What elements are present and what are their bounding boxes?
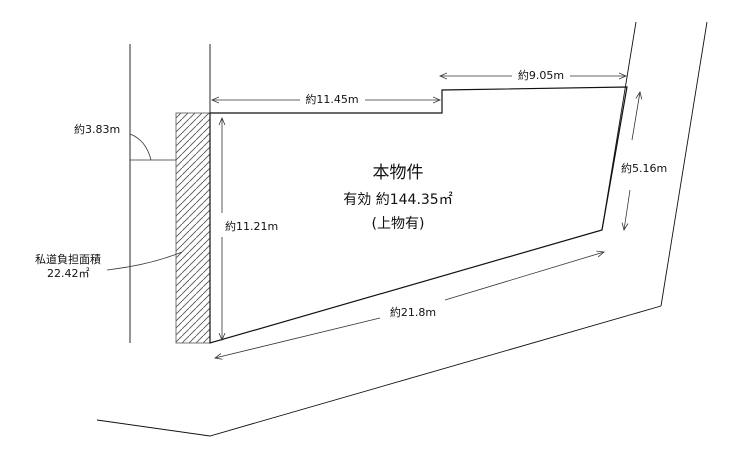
private-road-label: 私道負担面積 xyxy=(35,252,101,266)
building-note-label: (上物有) xyxy=(372,216,425,232)
private-road-hatched-area xyxy=(175,112,211,344)
effective-area-label: 有効 約144.35㎡ xyxy=(343,192,452,208)
dimension-lines xyxy=(106,76,640,358)
road-outline xyxy=(96,21,708,437)
private-road-area: 22.42㎡ xyxy=(47,267,90,280)
dim-bottom-label: 約21.8m xyxy=(390,305,436,319)
dim-road-width-label: 約3.83m xyxy=(74,122,120,136)
dim-top-right-label: 約9.05m xyxy=(518,68,564,82)
property-title: 本物件 xyxy=(373,163,424,183)
dim-top-left-label: 約11.45m xyxy=(305,92,358,106)
dim-right-side-label: 約5.16m xyxy=(621,161,667,175)
dim-left-side-label: 約11.21m xyxy=(225,219,278,233)
property-boundary xyxy=(209,86,628,344)
